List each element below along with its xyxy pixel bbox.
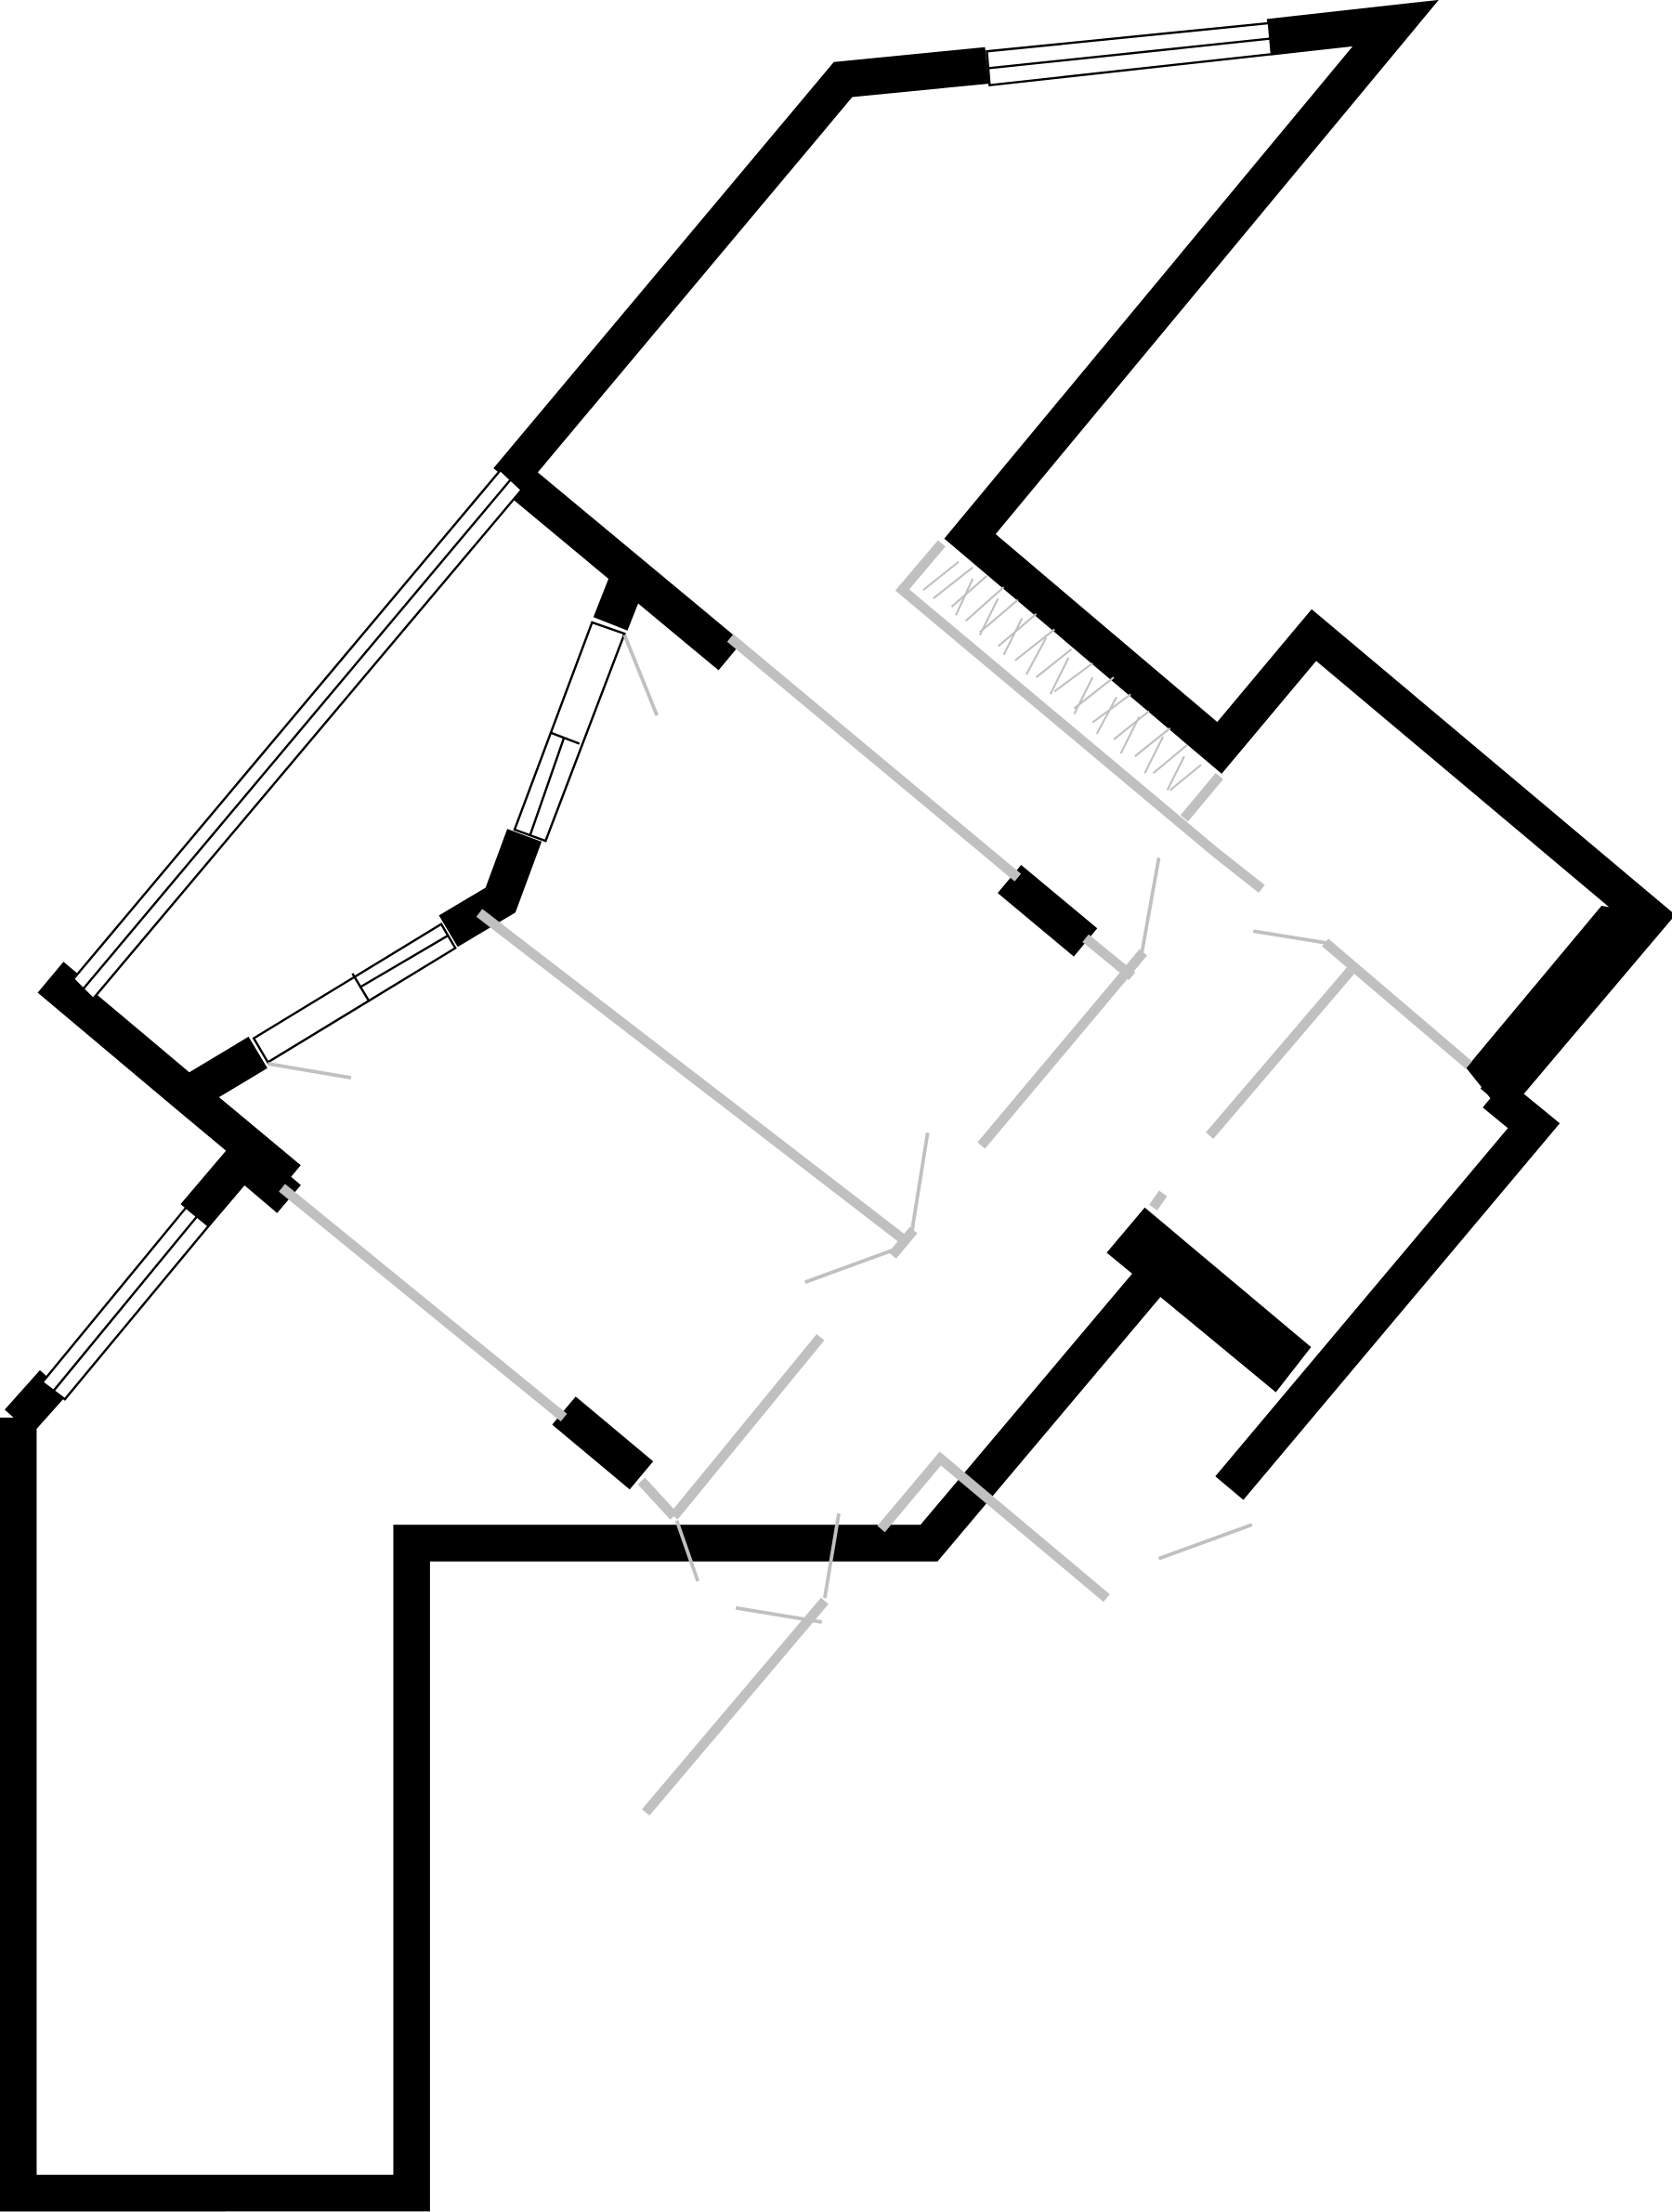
door-swings [268,634,1333,1624]
wall-thick-east [1466,905,1669,1104]
partitions [279,540,1472,1816]
wall-south-west [0,1262,1170,2212]
window-diag [252,923,457,1065]
wall-inner-diag2 [438,829,542,948]
wall-inner-nw [492,454,742,671]
wall-inner-diag [177,1036,268,1111]
windows [40,21,1274,1401]
wall-stub-2 [552,1396,654,1490]
wall-top-left [493,46,989,492]
wall-stub-1 [998,864,1098,957]
window-bay [513,621,626,843]
wall-bottom-strip [0,2183,226,2212]
wall-corner [37,962,301,1194]
wall-block-center [1106,1207,1312,1393]
wall-inner-diag3 [593,563,649,631]
hatched-area [922,560,1202,792]
wall-left-lower [5,1369,68,1434]
wall-east [1215,1079,1561,1500]
